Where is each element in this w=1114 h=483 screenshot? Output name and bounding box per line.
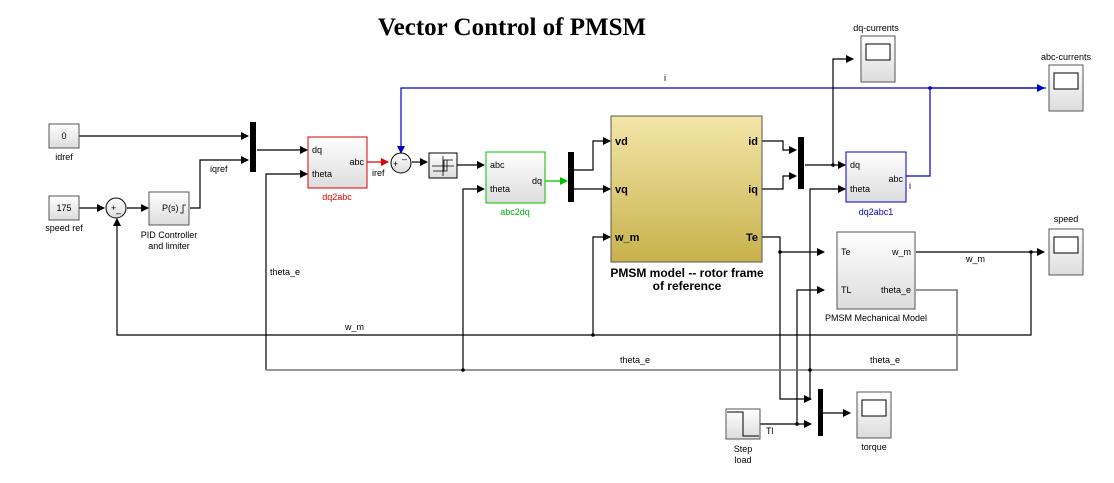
wire-vd[interactable] — [573, 137, 611, 171]
idref-value: 0 — [61, 131, 66, 141]
svg-text:–: – — [402, 154, 407, 164]
svg-text:vd: vd — [615, 136, 628, 148]
svg-text:theta: theta — [490, 184, 510, 194]
mux-block-3[interactable] — [818, 389, 823, 436]
sum-block-speed-error[interactable]: + – — [105, 197, 127, 219]
step-load-block[interactable]: Step load — [725, 408, 761, 465]
svg-text:abc: abc — [888, 174, 903, 184]
signal-i-top: i — [664, 73, 666, 83]
idref-constant-block[interactable]: 0 idref — [48, 123, 80, 162]
wire-iqref[interactable] — [190, 156, 249, 209]
pmsm-model-block[interactable]: vd vq w_m id iq Te PMSM model -- rotor f… — [610, 115, 764, 293]
svg-text:w_m: w_m — [614, 232, 640, 244]
wire-theta-dq2abc1[interactable] — [809, 185, 846, 400]
svg-text:Te: Te — [746, 232, 758, 244]
pid-text: P(s) — [162, 203, 179, 213]
svg-text:–: – — [116, 208, 121, 218]
svg-text:theta_e: theta_e — [881, 285, 911, 295]
speed-ref-constant-block[interactable]: 175 speed ref — [45, 195, 83, 233]
signal-iref: iref — [372, 168, 385, 178]
dq2abc-block[interactable]: dq theta abc dq2abc — [307, 136, 368, 202]
svg-text:PID Controller: PID Controller — [141, 230, 198, 240]
svg-text:theta: theta — [850, 184, 870, 194]
svg-text:PMSM Mechanical Model: PMSM Mechanical Model — [825, 313, 927, 323]
pid-controller-block[interactable]: P(s) PID Controller and limiter — [141, 191, 198, 251]
svg-text:vq: vq — [615, 184, 628, 196]
abc2dq-block[interactable]: abc theta dq abc2dq — [485, 151, 546, 217]
signal-theta-e-bottom2: theta_e — [870, 355, 900, 365]
wire-iq[interactable] — [762, 172, 797, 190]
svg-text:dq: dq — [850, 160, 860, 170]
signal-w-m-right: w_m — [965, 254, 985, 264]
limiter-icon — [180, 204, 186, 214]
junctions — [461, 86, 1033, 426]
scope-abc-currents[interactable]: abc-currents — [1041, 52, 1092, 112]
diagram-title: Vector Control of PMSM — [377, 14, 647, 41]
hysteresis-icon — [432, 156, 454, 176]
svg-text:Te: Te — [841, 247, 851, 257]
idref-label: idref — [55, 152, 73, 162]
svg-text:dq-currents: dq-currents — [853, 23, 899, 33]
wire-tl[interactable] — [796, 286, 825, 424]
svg-text:dq: dq — [532, 176, 542, 186]
signal-tl: Tl — [766, 426, 774, 436]
svg-text:w_m: w_m — [891, 247, 911, 257]
svg-text:+: + — [393, 159, 398, 169]
wire-theta-abc2dq[interactable] — [462, 185, 485, 370]
dq2abc-label: dq2abc — [322, 192, 352, 202]
signal-theta-e-left: theta_e — [270, 267, 300, 277]
dq2abc1-label: dq2abc1 — [859, 207, 894, 217]
pmsm-mechanical-model-block[interactable]: Te TL w_m theta_e PMSM Mechanical Model — [825, 231, 927, 323]
svg-text:torque: torque — [861, 442, 887, 452]
wire-wm-feedback[interactable] — [113, 218, 1032, 336]
svg-text:iq: iq — [748, 184, 758, 196]
scope-speed[interactable]: speed — [1048, 214, 1084, 276]
step-icon — [727, 411, 759, 437]
wire-wm-pmsm[interactable] — [592, 233, 611, 335]
svg-text:of reference: of reference — [653, 279, 722, 293]
wire-i-feedback[interactable] — [397, 87, 1046, 154]
scope-dq-currents[interactable]: dq-currents — [853, 23, 899, 83]
svg-text:and limiter: and limiter — [148, 241, 190, 251]
sum-block-current-error[interactable]: + – — [390, 152, 412, 174]
abc2dq-label: abc2dq — [500, 207, 530, 217]
svg-text:abc: abc — [349, 157, 364, 167]
svg-text:TL: TL — [841, 285, 852, 295]
svg-text:speed: speed — [1054, 214, 1079, 224]
wire-te[interactable] — [762, 236, 825, 256]
dq2abc1-block[interactable]: dq theta abc dq2abc1 — [845, 151, 907, 217]
speed-ref-label: speed ref — [45, 223, 83, 233]
wire-dq-scope[interactable] — [832, 55, 854, 165]
demux-block[interactable] — [568, 152, 574, 202]
wire-dq2abc1-out[interactable] — [906, 88, 931, 177]
signal-w-m-bottom: w_m — [344, 322, 364, 332]
svg-text:+: + — [111, 203, 116, 213]
wire-te-torque[interactable] — [779, 252, 812, 403]
svg-text:PMSM model -- rotor frame: PMSM model -- rotor frame — [610, 266, 764, 280]
signal-iqref: iqref — [210, 164, 228, 174]
svg-text:theta: theta — [312, 169, 332, 179]
wire-theta-e-loop[interactable] — [266, 289, 958, 371]
svg-text:load: load — [734, 455, 751, 465]
svg-text:Step: Step — [734, 444, 753, 454]
mux-block-2[interactable] — [798, 137, 804, 189]
scope-torque[interactable]: torque — [856, 391, 892, 452]
wire-id[interactable] — [762, 140, 797, 154]
svg-text:dq: dq — [312, 145, 322, 155]
wires — [79, 55, 1046, 428]
signal-theta-e-bottom1: theta_e — [620, 355, 650, 365]
svg-text:abc: abc — [490, 160, 505, 170]
relay-hysteresis-block[interactable] — [428, 152, 458, 179]
wire-theta-dq2abc[interactable] — [265, 170, 308, 370]
speed-ref-value: 175 — [56, 203, 71, 213]
mux-block-1[interactable] — [250, 122, 256, 172]
svg-text:id: id — [748, 136, 758, 148]
signal-i-out: i — [909, 181, 911, 191]
svg-text:abc-currents: abc-currents — [1041, 52, 1092, 62]
